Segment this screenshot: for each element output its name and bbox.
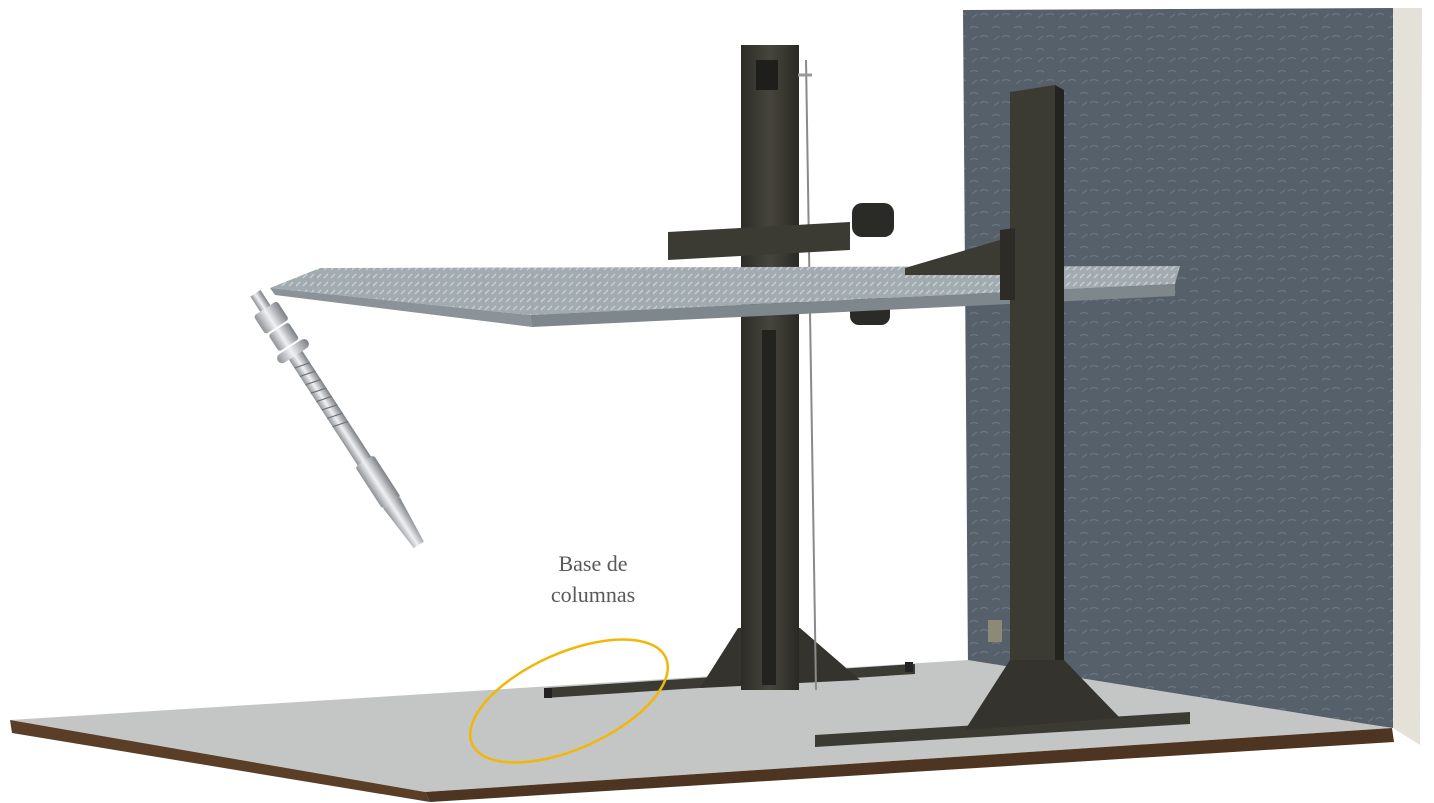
carriage-plate (668, 222, 850, 260)
front-column (1000, 85, 1064, 675)
highlight-ellipse (468, 638, 670, 764)
rear-column (741, 45, 817, 691)
wall (963, 8, 1422, 745)
annotation-line-2: columnas (550, 582, 636, 607)
front-column-base (815, 660, 1190, 747)
anchor-bolt-illustration (250, 290, 424, 549)
annotation-line-1: Base de (558, 551, 628, 576)
annotation-label: Base de columnas (508, 548, 678, 610)
wall-outlet (988, 620, 1002, 642)
